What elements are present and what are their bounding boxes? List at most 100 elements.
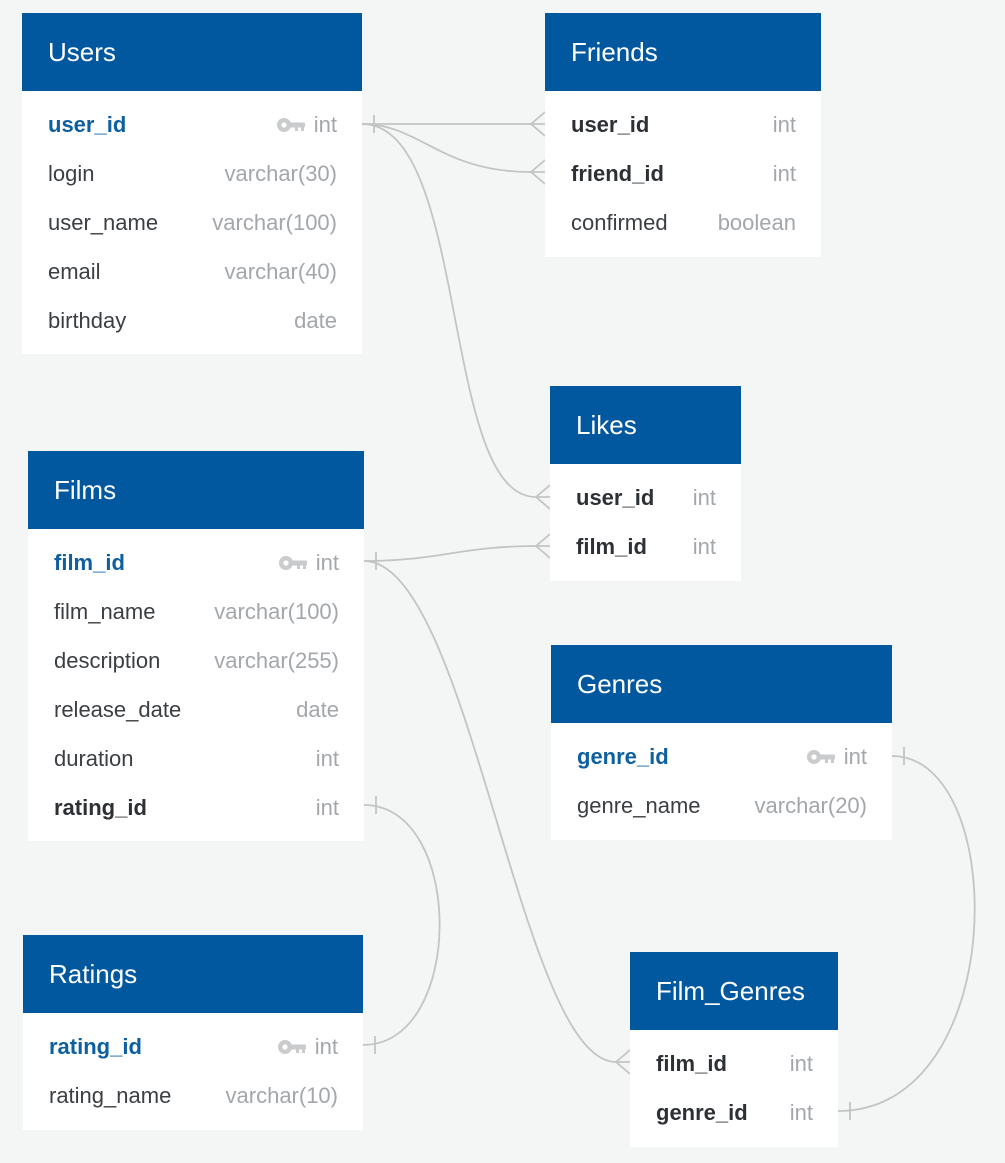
field-type: varchar(20) [754, 792, 867, 818]
field-type: int [313, 111, 337, 137]
table-title: Film_Genres [656, 976, 805, 1006]
field-name: birthday [48, 307, 127, 333]
field-row-confirmed[interactable]: confirmed boolean [545, 198, 821, 247]
field-type-group: boolean [718, 210, 796, 236]
crows-foot-marker [615, 1049, 631, 1075]
field-name: genre_id [577, 743, 669, 769]
table-header-films[interactable]: Films [28, 451, 364, 529]
table-title: Genres [577, 669, 663, 699]
field-name: user_id [48, 111, 127, 137]
field-row-film-id[interactable]: film_id int [550, 522, 741, 571]
field-type-group: varchar(20) [755, 793, 867, 819]
primary-key-icon [806, 749, 835, 764]
field-type-group: int [773, 161, 796, 187]
field-type: varchar(30) [224, 160, 337, 186]
relation-users-friends-friend-id [361, 123, 532, 173]
field-row-birthday[interactable]: birthday date [22, 296, 362, 345]
field-type: varchar(10) [225, 1082, 338, 1108]
field-row-description[interactable]: description varchar(255) [28, 636, 364, 685]
field-name: description [54, 647, 161, 673]
crows-foot-marker [535, 484, 551, 510]
table-header-friends[interactable]: Friends [545, 13, 821, 91]
field-row-friend-id[interactable]: friend_id int [545, 149, 821, 198]
table-header-ratings[interactable]: Ratings [23, 935, 363, 1013]
field-type-group: varchar(40) [225, 259, 337, 285]
field-type: varchar(100) [212, 209, 337, 235]
field-type: boolean [717, 209, 796, 235]
table-header-genres[interactable]: Genres [551, 645, 892, 723]
field-name: genre_name [577, 792, 701, 818]
field-type: int [315, 745, 339, 771]
field-row-user-id[interactable]: user_id int [545, 100, 821, 149]
field-name: rating_id [49, 1033, 142, 1059]
crows-foot-marker [530, 159, 546, 185]
field-type: int [772, 111, 796, 137]
field-row-user-name[interactable]: user_name varchar(100) [22, 198, 362, 247]
field-type-group: int [773, 112, 796, 138]
primary-key-icon [276, 117, 305, 132]
table-title: Likes [576, 410, 637, 440]
table-header-film-genres[interactable]: Film_Genres [630, 952, 838, 1030]
field-type: int [315, 549, 339, 575]
field-type-group: varchar(100) [212, 210, 337, 236]
field-name: friend_id [571, 160, 664, 186]
field-name: film_id [576, 533, 647, 559]
field-row-genre-id[interactable]: genre_id int [551, 732, 892, 781]
table-title: Users [48, 37, 116, 67]
relation-users-likes [361, 123, 537, 498]
field-type: int [789, 1050, 813, 1076]
field-name: confirmed [571, 209, 668, 235]
primary-key-icon [278, 555, 307, 570]
field-type-group: int [693, 534, 716, 560]
field-name: release_date [54, 696, 182, 722]
field-type: int [789, 1099, 813, 1125]
field-name: user_id [571, 111, 650, 137]
field-type-group: int [806, 744, 867, 770]
field-type: int [843, 743, 867, 769]
field-type: int [692, 484, 716, 510]
table-genres[interactable]: Genres genre_id int genre_name varchar(20) [551, 645, 892, 840]
table-title: Ratings [49, 959, 138, 989]
primary-key-icon [277, 1039, 306, 1054]
field-type: int [315, 794, 339, 820]
field-type: int [314, 1033, 338, 1059]
field-type: varchar(255) [214, 647, 339, 673]
table-header-users[interactable]: Users [22, 13, 362, 91]
field-type-group: varchar(255) [214, 648, 339, 674]
field-type: varchar(100) [214, 598, 339, 624]
field-type-group: date [294, 308, 337, 334]
field-type-group: varchar(30) [225, 161, 337, 187]
field-row-user-id[interactable]: user_id int [22, 100, 362, 149]
field-type-group: int [790, 1100, 813, 1126]
field-type-group: int [276, 112, 337, 138]
field-type-group: int [693, 485, 716, 511]
field-type-group: date [296, 697, 339, 723]
field-type-group: varchar(10) [226, 1083, 338, 1109]
field-row-rating-id[interactable]: rating_id int [23, 1022, 363, 1071]
field-name: user_name [48, 209, 159, 235]
field-row-release-date[interactable]: release_date date [28, 685, 364, 734]
table-header-likes[interactable]: Likes [550, 386, 741, 464]
field-row-genre-name[interactable]: genre_name varchar(20) [551, 781, 892, 830]
